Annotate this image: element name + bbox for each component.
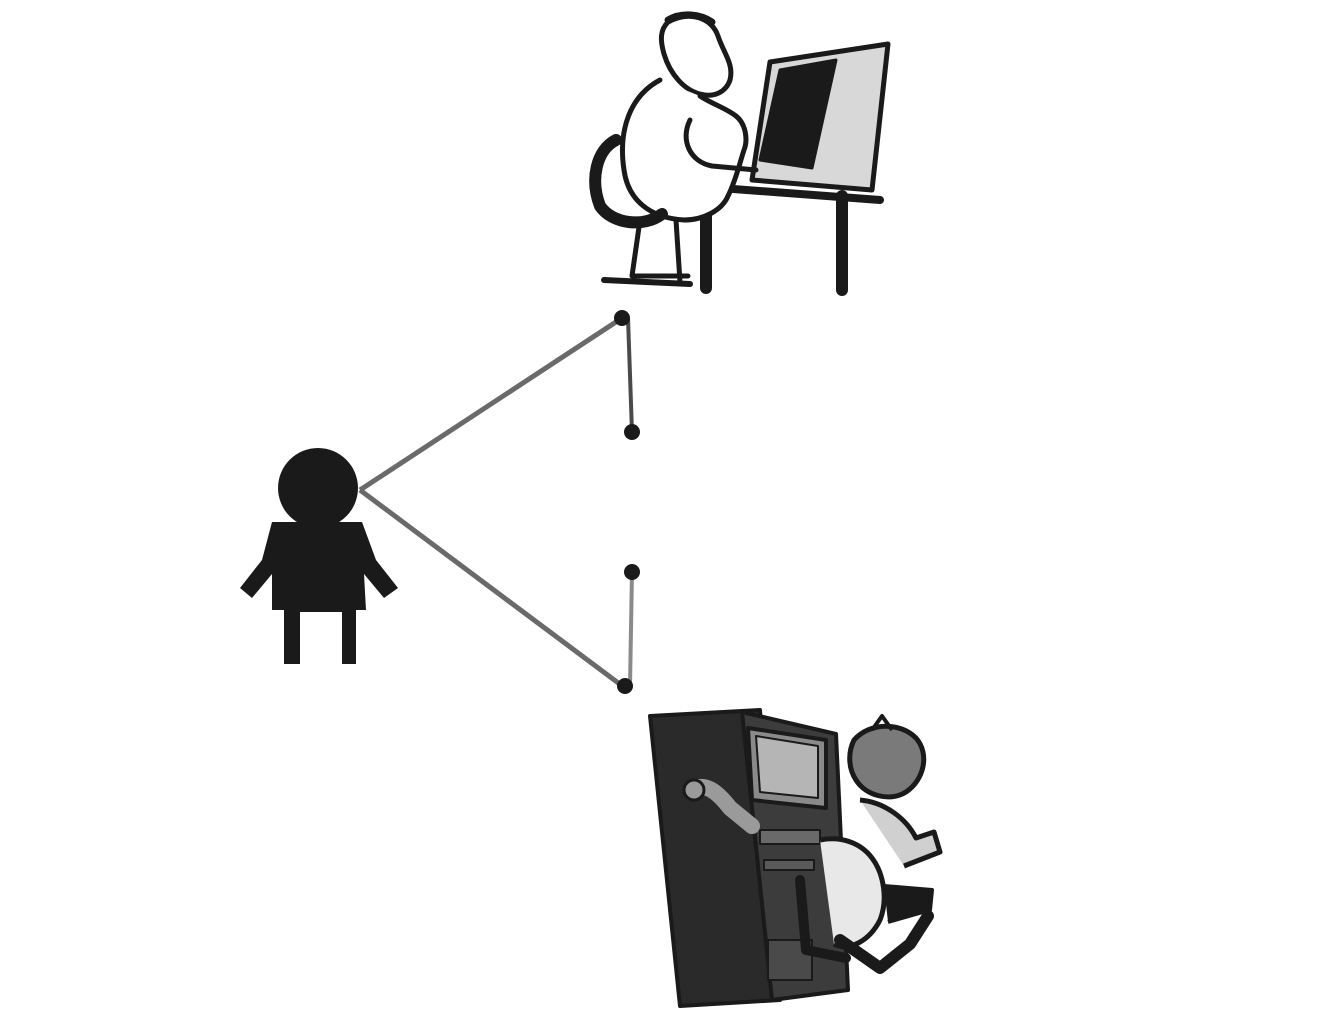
node-dot	[614, 310, 630, 326]
node-dot	[617, 678, 633, 694]
computer-machine-icon	[650, 710, 940, 1006]
edge-interrogator-to-computer	[360, 490, 625, 688]
human-at-computer-icon	[595, 15, 888, 290]
node-dot	[624, 424, 640, 440]
arrow-up-line	[630, 572, 632, 686]
connection-lines	[360, 310, 640, 694]
arrow-down-line	[628, 318, 632, 432]
node-dot	[624, 564, 640, 580]
edge-interrogator-to-human	[360, 318, 622, 490]
